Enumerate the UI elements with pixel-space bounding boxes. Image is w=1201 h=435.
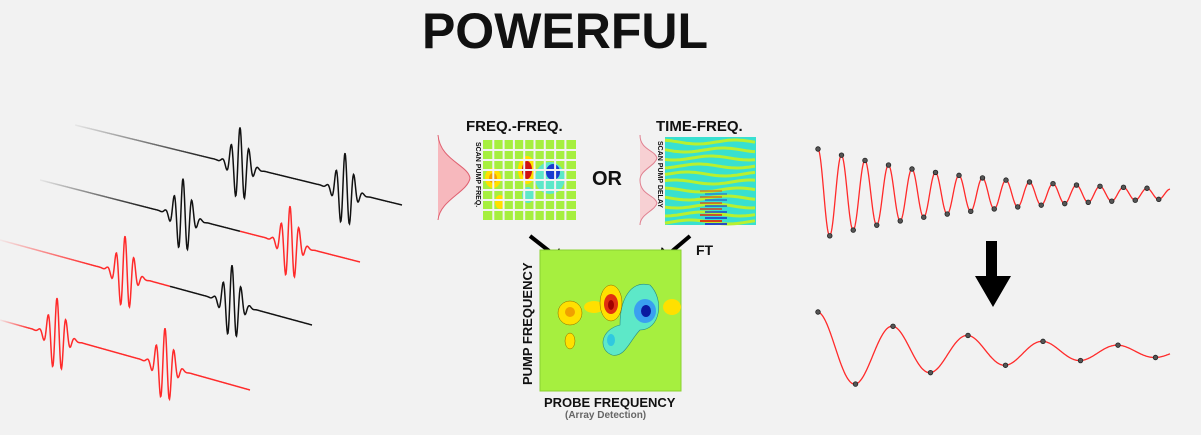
or-label: OR [592, 168, 622, 190]
sample-point [1050, 180, 1056, 187]
pulse-trace [29, 297, 251, 402]
pulse-trace [214, 127, 403, 226]
sample-point [1152, 354, 1159, 361]
array-detection-label: (Array Detection) [565, 410, 647, 421]
pump-spectrum-gaussian-delay [639, 134, 658, 226]
sample-point [1156, 196, 1162, 203]
sample-point [1120, 184, 1127, 191]
pulse-trace [39, 179, 151, 209]
pulse-trace [89, 235, 171, 309]
sample-point [956, 172, 962, 179]
arrow-down [975, 241, 1011, 307]
sample-point [815, 309, 821, 315]
sample-point [1040, 338, 1046, 345]
sample-point [1109, 198, 1115, 204]
sample-point [921, 214, 927, 220]
pump-spectrum-gaussian [437, 134, 471, 221]
probe-frequency-label: PROBE FREQUENCY [544, 395, 676, 410]
undersampled-trace [815, 146, 1171, 239]
pulse-trace [149, 178, 241, 252]
pump-frequency-label: PUMP FREQUENCY [520, 262, 535, 385]
pulse-trace [0, 319, 31, 330]
sample-point [1073, 182, 1080, 188]
sample-point [1115, 342, 1121, 348]
sample-point [850, 227, 856, 233]
pulse-trace [239, 205, 361, 279]
freq-freq-panel [437, 134, 756, 226]
sample-point [909, 166, 915, 172]
page-title: POWERFUL [421, 3, 709, 59]
sample-point [885, 162, 892, 168]
sample-point [1002, 362, 1009, 368]
sampled-trace [815, 309, 1171, 387]
sample-point [890, 323, 896, 329]
sample-point [874, 222, 880, 228]
sample-point [965, 332, 971, 339]
sample-point [815, 146, 821, 152]
sample-point [862, 157, 868, 164]
sample-point [991, 206, 997, 212]
sample-point [927, 369, 934, 376]
sample-point [1144, 185, 1150, 191]
sample-point [1015, 204, 1021, 210]
sample-point [932, 169, 939, 176]
sample-point [968, 208, 974, 215]
sample-point [1132, 197, 1138, 203]
ft-label: FT [696, 242, 714, 258]
pulse-trace [74, 124, 216, 160]
sample-point [1062, 200, 1068, 207]
sample-point [1038, 202, 1044, 208]
scan-pump-freq-label: SCAN PUMP FREQ. [474, 142, 481, 208]
2d-spectrum [539, 249, 682, 392]
sample-point [1003, 177, 1009, 183]
pulse-trace [0, 239, 91, 266]
scan-pump-delay-label: SCAN PUMP DELAY [656, 141, 663, 208]
pulse-sequence-traces [0, 124, 403, 402]
sample-point [979, 175, 986, 181]
sample-point [1026, 179, 1033, 185]
sample-point [1085, 199, 1091, 206]
sample-point [1097, 183, 1103, 189]
sample-point [838, 152, 845, 158]
sample-point [827, 233, 833, 239]
freq-freq-label: FREQ.-FREQ. [466, 118, 563, 135]
sample-point [944, 211, 950, 217]
pulse-trace [169, 265, 313, 338]
sample-point [897, 218, 903, 224]
sample-point [1077, 357, 1084, 364]
time-freq-label: TIME-FREQ. [656, 118, 743, 135]
sample-point [852, 381, 859, 387]
